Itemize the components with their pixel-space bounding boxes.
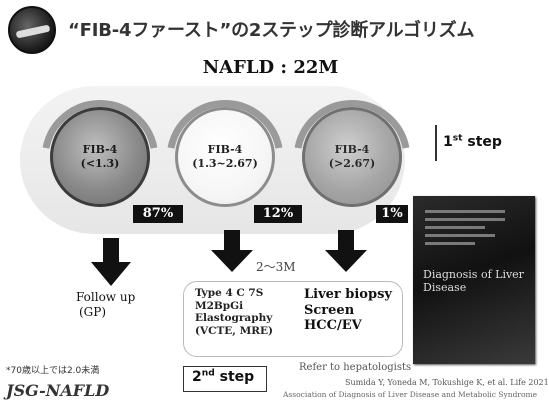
interval-label: 2～3M xyxy=(256,260,296,274)
fib4-low-range: (<1.3) xyxy=(80,157,120,170)
fib4-high-range: (>2.67) xyxy=(328,157,376,170)
fib4-high-circle: FIB-4 (>2.67) xyxy=(302,107,402,207)
fib4-mid-range: (1.3~2.67) xyxy=(192,157,258,170)
age-footnote: *70歳以上では2.0未満 xyxy=(6,366,100,376)
follow-up-label: Follow up xyxy=(76,290,136,304)
arc-mid xyxy=(167,100,283,149)
arrow-down-mid-icon xyxy=(211,230,253,272)
first-step-word: step xyxy=(462,134,502,150)
book-cover-title: Diagnosis of Liver Disease xyxy=(423,268,524,294)
step1-divider xyxy=(435,125,437,161)
fib4-low-circle: FIB-4 (<1.3) xyxy=(50,107,150,207)
fib4-low-label: FIB-4 xyxy=(82,143,118,156)
fib4-high-percent: 1% xyxy=(376,205,408,223)
second-step-frame xyxy=(183,366,267,392)
arrow-down-right-icon xyxy=(325,230,367,272)
test-elastography: Elastography xyxy=(195,312,273,324)
fib4-mid-circle: FIB-4 (1.3~2.67) xyxy=(175,107,275,207)
arrow-down-left-icon xyxy=(91,238,131,286)
second-step-number: 2 xyxy=(192,369,202,385)
first-step-number: 1 xyxy=(443,134,453,150)
action-screen: Screen xyxy=(304,302,355,318)
arc-right xyxy=(294,100,410,149)
high-risk-actions: Liver biopsy Screen HCC/EV xyxy=(304,287,392,334)
refer-text: Refer to hepatologists xyxy=(299,362,412,373)
test-vcte-mre: (VCTE, MRE) xyxy=(195,324,273,337)
action-liver-biopsy: Liver biopsy xyxy=(304,287,392,302)
action-hcc-ev: HCC/EV xyxy=(304,318,362,333)
citation-line-2: Association of Diagnosis of Liver Diseas… xyxy=(283,390,538,399)
citation-line-1: Sumida Y, Yoneda M, Tokushige K, et al. … xyxy=(345,378,549,387)
second-step-tests: Type 4 C 7S M2BpGi Elastography (VCTE, M… xyxy=(195,287,273,337)
second-step-label: 2nd step xyxy=(192,369,254,385)
arc-left xyxy=(42,100,158,149)
slide-title: “FIB-4ファースト”の2ステップ診断アルゴリズム xyxy=(68,20,475,41)
test-m2bpgi: M2BpGi xyxy=(195,299,244,312)
first-step-suffix: st xyxy=(452,133,463,144)
fib4-low-percent: 87% xyxy=(133,205,183,223)
org-name: JSG-NAFLD xyxy=(6,381,110,400)
follow-up-text: Follow up (GP) xyxy=(76,290,166,320)
book-cover-image xyxy=(413,196,535,364)
fib4-mid-label: FIB-4 xyxy=(207,143,243,156)
second-step-box xyxy=(183,281,403,357)
fib4-high-label: FIB-4 xyxy=(334,143,370,156)
second-step-suffix: nd xyxy=(201,368,215,379)
society-logo xyxy=(8,6,56,54)
second-step-word: step xyxy=(214,369,255,385)
first-step-label: 1st step xyxy=(443,134,502,150)
follow-up-gp: (GP) xyxy=(79,305,107,319)
fib4-mid-percent: 12% xyxy=(254,205,302,223)
nafld-population-heading: NAFLD : 22M xyxy=(202,57,339,78)
test-type4c7s: Type 4 C 7S xyxy=(195,287,264,299)
